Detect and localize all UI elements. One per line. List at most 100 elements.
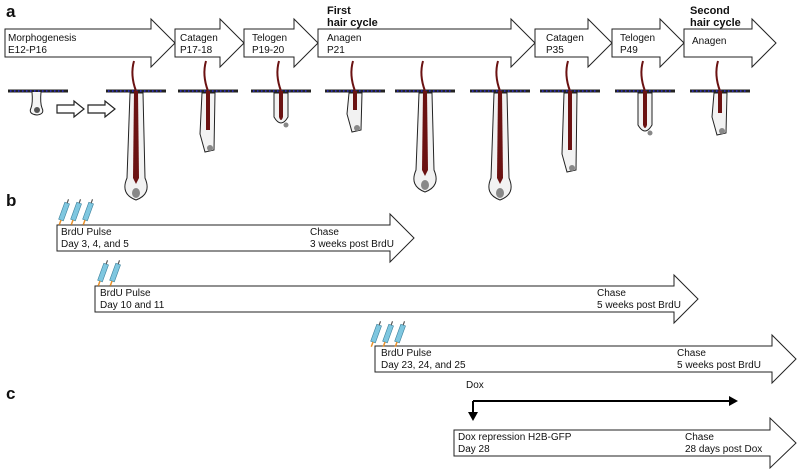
hair-shaft-tip [715,60,721,92]
stage-arrow-5 [534,17,613,69]
pulse-chase-arrows [56,212,797,470]
dermal-papilla [496,188,504,198]
stage-anagen-1-name: Anagen [327,33,362,44]
stage-arrow-2 [174,17,245,69]
dermal-papilla [647,130,653,136]
dermal-papilla [132,188,140,198]
chase-3-label: Chase [677,348,706,359]
dox-drop-head [468,412,478,421]
hair-shaft [133,91,139,184]
hair-shaft [643,91,647,128]
chase-1-label: Chase [310,227,339,238]
pulse-1-label: BrdU Pulse [61,227,112,238]
pulse-3-label: BrdU Pulse [381,348,432,359]
hair-shaft-tip [203,60,209,92]
placode-core [34,107,40,113]
first-cycle-heading-line2: hair cycle [327,17,378,29]
syringe-barrel [70,201,82,222]
panel-label-b: b [6,191,17,210]
stage-arrow-6 [611,17,685,69]
hair-shaft [718,91,722,113]
syringe-barrel [97,262,109,283]
syringe-needle [97,280,101,286]
hair-shaft-tip [420,60,426,92]
stage-telogen-2-name: Telogen [620,33,656,44]
chase-1-time: 3 weeks post BrdU [310,239,394,250]
panel-label-a: a [6,2,16,21]
dox-repression-label: Dox repression H2B-GFP [458,432,572,443]
stage-arrow-7 [683,17,777,69]
development-arrow-1 [56,99,85,119]
syringe-needle [70,219,74,225]
pulse-chase-arrow-3 [374,333,797,385]
syringe-barrel [394,323,406,344]
hair-shaft-tip [495,60,501,92]
dox-repression-day: Day 28 [458,444,490,455]
dermal-papilla [421,180,429,190]
pulse-3-days: Day 23, 24, and 25 [381,360,466,371]
stage-arrows [4,17,777,69]
syringe-needle [58,219,62,225]
panel-label-c: c [6,384,16,403]
syringe-plunger [378,321,382,326]
syringe-icon-1-3 [82,199,94,225]
dox-timeline [468,396,738,421]
syringe-needle [82,219,86,225]
stage-morphogenesis-range: E12-P16 [8,45,47,56]
syringe-needle [394,341,398,347]
stage-catagen-1-name: Catagen [180,33,218,44]
pulse-1-days: Day 3, 4, and 5 [61,239,129,250]
chase-3-time: 5 weeks post BrdU [677,360,761,371]
stage-morphogenesis-name: Morphogenesis [8,33,77,44]
follicle-7 [540,60,600,173]
hair-shaft-tip [565,60,571,92]
dermal-papilla [569,165,575,171]
follicle-illustrations [8,60,750,201]
follicle-9 [690,60,750,136]
syringe-plunger [390,321,394,326]
dox-chase-arrow [453,416,797,470]
dermal-papilla [283,122,289,128]
syringe-plunger [105,260,109,265]
hair-shaft [279,91,283,120]
hair-shaft [353,91,357,110]
syringe-needle [370,341,374,347]
syringe-plunger [90,199,94,204]
syringe-barrel [58,201,70,222]
dox-timeline-head [729,396,738,406]
dermal-papilla [719,128,725,134]
stage-anagen-2-name: Anagen [692,36,727,47]
pulse-chase-arrow-2 [94,273,699,325]
syringe-icon-3-3 [394,321,406,347]
syringe-barrel [82,201,94,222]
hair-shaft [422,91,428,176]
stage-telogen-1-name: Telogen [252,33,288,44]
second-cycle-heading-line2: hair cycle [690,17,741,29]
stage-arrow-4 [317,17,536,69]
stage-arrow-3 [243,17,319,69]
hair-shaft-tip [640,60,646,92]
dox-chase-time: 28 days post Dox [685,444,763,455]
pulse-2-days: Day 10 and 11 [100,300,165,311]
follicle-sheath [346,92,363,133]
hair-shaft-tip [276,60,282,92]
hair-shaft [568,91,572,150]
pulse-2-label: BrdU Pulse [100,288,151,299]
development-arrow-2 [87,99,116,119]
syringe-plunger [78,199,82,204]
syringe-plunger [402,321,406,326]
syringe-barrel [109,262,121,283]
pulse-chase-arrow-1 [56,212,415,264]
hair-shaft [206,91,210,130]
chase-2-time: 5 weeks post BrdU [597,300,681,311]
syringe-icon-3-2 [382,321,394,347]
follicle-8 [615,60,675,136]
syringe-icon-2-1 [97,260,109,286]
follicle-5 [395,60,455,193]
syringe-barrel [370,323,382,344]
follicle-6 [470,60,530,201]
follicle-sheath [711,92,728,136]
stage-arrow-1 [4,17,176,69]
syringe-icon-1-1 [58,199,70,225]
